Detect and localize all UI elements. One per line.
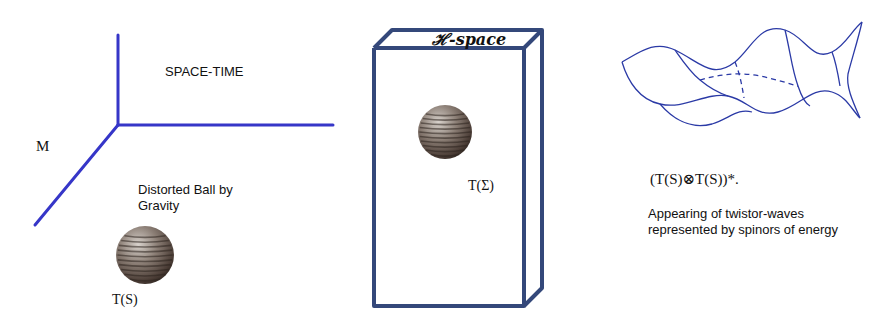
hilbert-space-cube: ℋ-spaceT(Σ)	[370, 26, 544, 310]
ball-stripe	[431, 155, 459, 157]
ball-stripe	[426, 114, 464, 116]
tensor-label: (T(S)⊗T(S))*.	[650, 170, 739, 188]
wave-edge	[785, 30, 810, 106]
ball-caption: Distorted Ball by Gravity	[138, 182, 250, 213]
cube-edge	[524, 30, 542, 306]
ball-stripe	[118, 250, 172, 252]
ball-stripe	[420, 137, 471, 139]
ball-stripe	[421, 141, 469, 143]
manifold-label: M	[36, 137, 49, 155]
tangent-label: T(S)	[112, 292, 138, 309]
region-label: SPACE-TIME	[165, 64, 244, 80]
wave-edge	[832, 52, 840, 86]
ball-stripe	[121, 241, 169, 243]
cube-outline	[370, 26, 544, 310]
axis-line	[35, 125, 118, 225]
wave-edge	[622, 62, 860, 118]
twistor-wave-surface	[622, 22, 862, 126]
ball-stripe	[426, 150, 464, 152]
description-note: Appearing of twistor-waves represented b…	[648, 206, 870, 237]
space-title: ℋ-space	[432, 28, 506, 50]
ball-stripe	[423, 146, 467, 148]
ball-stripe	[419, 132, 470, 134]
space-label: T(Σ)	[468, 178, 494, 194]
ball-body	[418, 105, 472, 159]
ball-stripe	[130, 279, 160, 281]
axis-line	[118, 124, 333, 127]
ball-stripe	[119, 265, 171, 267]
wave-fold-dashed	[700, 74, 798, 86]
axis-line	[117, 35, 120, 125]
distorted-ball	[116, 226, 174, 284]
ball-body	[116, 226, 174, 284]
ball-stripe	[117, 255, 172, 257]
wave-edge	[622, 22, 862, 70]
ball-stripe	[423, 119, 467, 121]
ball-stripe	[118, 260, 172, 262]
distorted-ball	[418, 105, 472, 159]
ball-stripe	[121, 270, 169, 272]
cube-edge	[374, 48, 524, 306]
space-time-axes	[35, 35, 333, 225]
wave-edge	[660, 104, 752, 126]
ball-stripe	[124, 274, 165, 276]
ball-stripe	[421, 123, 469, 125]
ball-stripe	[420, 128, 471, 130]
ball-stripe	[119, 245, 171, 247]
wave-edge	[675, 50, 728, 96]
wave-edge	[848, 22, 862, 118]
ball-stripe	[124, 236, 165, 238]
wave-fold-dashed	[735, 62, 744, 98]
